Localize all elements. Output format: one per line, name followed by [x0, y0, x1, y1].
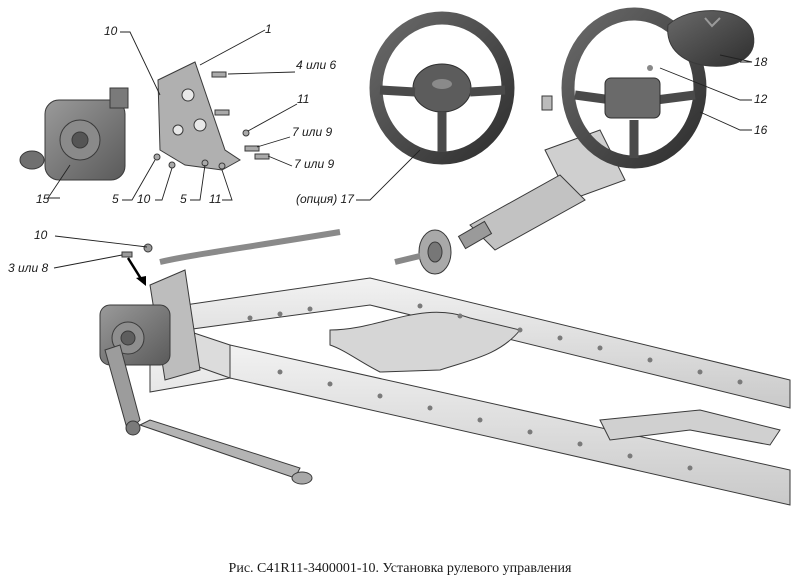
callout-11-bottom: 11: [209, 192, 222, 206]
callout-10-top: 10: [104, 24, 118, 38]
airbag-cover: [667, 10, 755, 67]
steering-wheel: [561, 7, 707, 169]
figure-caption: Рис. С41R11-3400001-10. Установка рулево…: [228, 561, 572, 576]
callout-5-b: 5: [180, 192, 187, 206]
callout-10-low: 10: [34, 228, 48, 242]
exploded-steering-gear: [19, 61, 270, 181]
callout-7-or-9-b: 7 или 9: [294, 157, 335, 171]
callout-11-top: 11: [297, 92, 310, 106]
callout-5-a: 5: [112, 192, 119, 206]
callout-10-mid: 10: [137, 192, 151, 206]
callout-17-option: (опция) 17: [296, 192, 354, 206]
chassis-frame: [149, 277, 791, 506]
callout-4-or-6: 4 или 6: [296, 58, 337, 72]
steering-wheel-option: [369, 11, 515, 165]
leader-lines: [47, 29, 753, 269]
callout-12: 12: [754, 92, 768, 106]
callout-1: 1: [265, 22, 272, 36]
mounted-steering-gear: [99, 229, 341, 485]
callout-7-or-9-a: 7 или 9: [292, 125, 333, 139]
callout-18: 18: [754, 55, 768, 69]
callout-15: 15: [36, 192, 50, 206]
steering-column: [394, 95, 626, 275]
callout-3-or-8: 3 или 8: [8, 261, 49, 275]
callout-16: 16: [754, 123, 768, 137]
